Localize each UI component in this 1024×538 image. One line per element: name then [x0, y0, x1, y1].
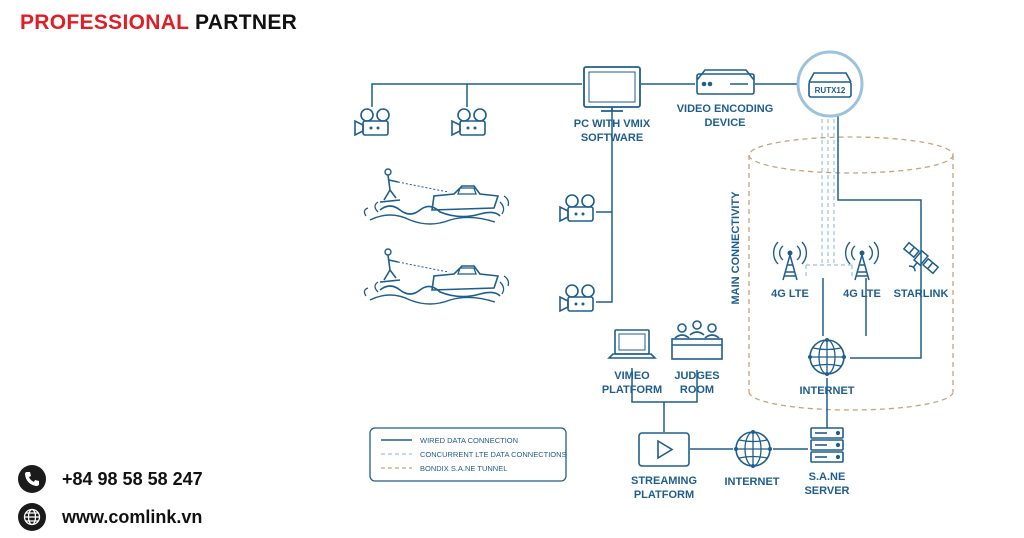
internet-globe-icon [807, 337, 847, 377]
brand-title-red: PROFESSIONAL [20, 11, 189, 34]
phone-number: +84 98 58 58 247 [62, 468, 203, 489]
legend-lte-label: CONCURRENT LTE DATA CONNECTIONS [420, 450, 567, 459]
streaming-label-2: PLATFORM [634, 489, 694, 501]
boat-waterskier-icon [363, 248, 510, 305]
encoder-label-1: VIDEO ENCODING [677, 103, 774, 115]
lte-tower-icon [772, 241, 808, 281]
starlink-label: STARLINK [894, 288, 949, 300]
streaming-player-icon [638, 432, 690, 467]
encoder-label-2: DEVICE [705, 117, 746, 129]
camera-icon [451, 108, 487, 136]
vimeo-label-2: PLATFORM [602, 384, 662, 396]
judges-label-2: ROOM [680, 384, 714, 396]
lte-label-1: 4G LTE [771, 288, 809, 300]
website-url[interactable]: www.comlink.vn [62, 506, 203, 527]
pc-label-1: PC WITH VMIX [574, 118, 651, 130]
globe-icon [18, 503, 46, 531]
website-contact: www.comlink.vn [18, 503, 202, 531]
server-label-2: SERVER [804, 485, 849, 497]
laptop-icon [607, 329, 657, 359]
judges-label-1: JUDGES [674, 370, 719, 382]
bondix-tunnel-cylinder [748, 136, 954, 411]
brand-title: PROFESSIONAL PARTNER [20, 11, 297, 35]
legend: WIRED DATA CONNECTION CONCURRENT LTE DAT… [369, 427, 567, 482]
vimeo-label-1: VIMEO [614, 370, 650, 382]
judges-room-icon [671, 320, 723, 360]
internet-label-bottom: INTERNET [725, 476, 780, 488]
brand-title-dark: PARTNER [195, 11, 298, 34]
legend-wired-label: WIRED DATA CONNECTION [420, 436, 518, 445]
streaming-label-1: STREAMING [631, 475, 697, 487]
pc-monitor-icon [583, 66, 641, 112]
legend-tunnel-label: BONDIX S.A.NE TUNNEL [420, 464, 507, 473]
internet-globe-icon [733, 429, 773, 469]
pc-label-2: SOFTWARE [581, 132, 643, 144]
internet-label-top: INTERNET [800, 385, 855, 397]
camera-icon [559, 284, 595, 312]
camera-icon [559, 194, 595, 222]
phone-icon [18, 465, 46, 493]
main-connectivity-label: MAIN CONNECTIVITY [730, 191, 742, 305]
lte-data-connections [805, 112, 853, 278]
router-label: RUTX12 [815, 86, 846, 95]
camera-icon [354, 108, 390, 136]
router-icon: RUTX12 [796, 50, 864, 118]
wired-connections [371, 83, 922, 450]
phone-contact: +84 98 58 58 247 [18, 465, 203, 493]
boat-waterskier-icon [363, 168, 510, 225]
lte-tower-icon [844, 241, 880, 281]
video-encoder-icon [696, 69, 755, 95]
server-icon [810, 427, 844, 463]
satellite-icon [902, 241, 940, 275]
server-label-1: S.A.NE [809, 471, 846, 483]
lte-label-2: 4G LTE [843, 288, 881, 300]
